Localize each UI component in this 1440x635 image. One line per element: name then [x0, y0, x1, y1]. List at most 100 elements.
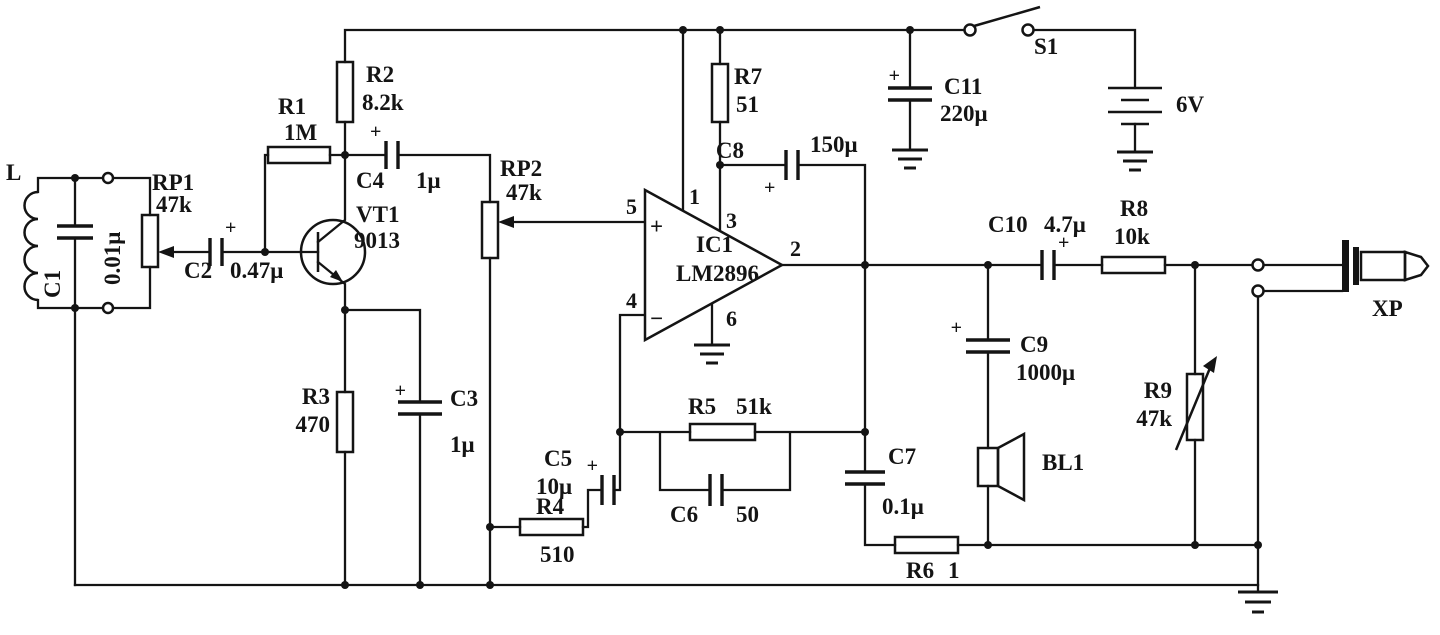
label-r6-ref: R6 — [906, 558, 934, 583]
net-collector — [316, 120, 492, 244]
label-r6-value: 1 — [948, 558, 960, 583]
label-bl1-ref: BL1 — [1042, 450, 1084, 475]
capacitor-C10 — [1040, 250, 1056, 280]
rp1-body — [140, 213, 160, 269]
junction-dot — [984, 541, 992, 549]
capacitor-C1 — [57, 224, 93, 240]
junction-dot — [261, 248, 269, 256]
net-plug — [1256, 263, 1344, 587]
label-s1-ref: S1 — [1034, 34, 1058, 59]
resistor-R7 — [710, 62, 730, 124]
label-c9-ref: C9 — [1020, 332, 1048, 357]
label-r5-ref: R5 — [688, 394, 716, 419]
label-ic1-pin1: 1 — [689, 184, 700, 209]
label-vt1-value: 9013 — [354, 228, 400, 253]
rp2-wiper-arrow — [498, 216, 514, 228]
polarity-plus-c9: + — [951, 317, 962, 339]
label-rp1-value: 47k — [156, 192, 192, 217]
polarity-plus-c2: + — [225, 217, 236, 239]
label-r4-value: 510 — [540, 542, 575, 567]
label-ic1-plus-input: + — [650, 214, 663, 239]
junction-dot — [861, 428, 869, 436]
vt1-emitter-arrow — [330, 270, 343, 282]
capacitor-C6 — [708, 474, 724, 506]
label-c1-ref: C1 — [40, 270, 65, 298]
rp2-body — [480, 200, 500, 260]
speaker-BL1 — [976, 431, 1026, 503]
label-c8-value: 150μ — [810, 132, 858, 157]
net-input-tank — [36, 176, 152, 587]
polarity-plus-c3: + — [395, 380, 406, 402]
label-ic1-pin3: 3 — [726, 208, 737, 233]
xp-collar-1 — [1342, 240, 1349, 292]
label-c2-ref: C2 — [184, 258, 212, 283]
capacitor-C3 — [398, 400, 442, 416]
label-rp1-ref: RP1 — [152, 170, 194, 195]
junction-dot — [716, 26, 724, 34]
junction-dot — [71, 174, 79, 182]
capacitor-C4 — [384, 141, 400, 169]
ic1-opamp-triangle — [643, 187, 785, 343]
capacitor-C9 — [966, 338, 1010, 354]
label-r4-ref: R4 — [536, 494, 565, 519]
junction-dot — [71, 304, 79, 312]
label-ic1-minus-input: − — [650, 306, 663, 331]
bl1-cone — [996, 431, 1026, 503]
label-c10-ref: C10 — [988, 212, 1028, 237]
label-c5-ref: C5 — [544, 446, 572, 471]
label-r7-ref: R7 — [734, 64, 762, 89]
label-c2-value: 0.47μ — [230, 258, 283, 283]
label-ic1-pin6: 6 — [726, 306, 737, 331]
label-c6-value: 50 — [736, 502, 759, 527]
junction-dot — [341, 306, 349, 314]
polarity-plus-c10: + — [1058, 232, 1069, 254]
net-emitter — [316, 260, 422, 587]
junction-dot — [716, 161, 724, 169]
potentiometer-RP1 — [140, 213, 174, 269]
label-r5-value: 51k — [736, 394, 772, 419]
capacitor-C7 — [845, 470, 885, 486]
label-r1-ref: R1 — [278, 94, 306, 119]
components — [23, 5, 1430, 614]
inductor-L-coil — [23, 190, 39, 302]
label-r8-value: 10k — [1114, 224, 1150, 249]
label-rp2-ref: RP2 — [500, 156, 542, 181]
label-c10-value: 4.7μ — [1044, 212, 1086, 237]
ground-symbol-battery — [1117, 150, 1153, 172]
r9-arrow-line — [1174, 367, 1212, 451]
terminal-circle-top — [101, 171, 115, 185]
label-ic1-pin5: 5 — [626, 194, 637, 219]
junction-dot — [486, 523, 494, 531]
label-c4-value: 1μ — [416, 168, 441, 193]
net-top-rail — [343, 28, 1137, 213]
junction-dot — [416, 581, 424, 589]
label-c9-value: 1000μ — [1016, 360, 1075, 385]
label-c11-value: 220μ — [940, 101, 988, 126]
junction-dot — [1191, 541, 1199, 549]
label-c11-ref: C11 — [944, 74, 982, 99]
label-c5-value: 10μ — [536, 474, 572, 499]
junction-dot — [984, 261, 992, 269]
potentiometer-RP2 — [480, 200, 514, 260]
net-feedback — [581, 313, 867, 529]
battery-long-plates — [1108, 86, 1162, 114]
capacitor-C11 — [888, 86, 932, 102]
capacitor-C2 — [208, 238, 224, 266]
junction-dot — [616, 428, 624, 436]
label-r2-value: 8.2k — [362, 90, 404, 115]
xp-terminal-sleeve — [1251, 284, 1265, 298]
label-c8-ref: C8 — [716, 138, 744, 163]
battery-6V — [1108, 86, 1162, 126]
junction-dot — [341, 581, 349, 589]
label-rp2-value: 47k — [506, 180, 542, 205]
s1-lever — [973, 5, 1041, 28]
label-r2-ref: R2 — [366, 62, 394, 87]
variable-resistor-R9 — [1174, 356, 1217, 451]
junction-dot — [679, 26, 687, 34]
terminal-circle-bottom — [101, 301, 115, 315]
resistor-R6 — [893, 535, 960, 555]
label-r8-ref: R8 — [1120, 196, 1148, 221]
label-ic1-pin2: 2 — [790, 236, 801, 261]
